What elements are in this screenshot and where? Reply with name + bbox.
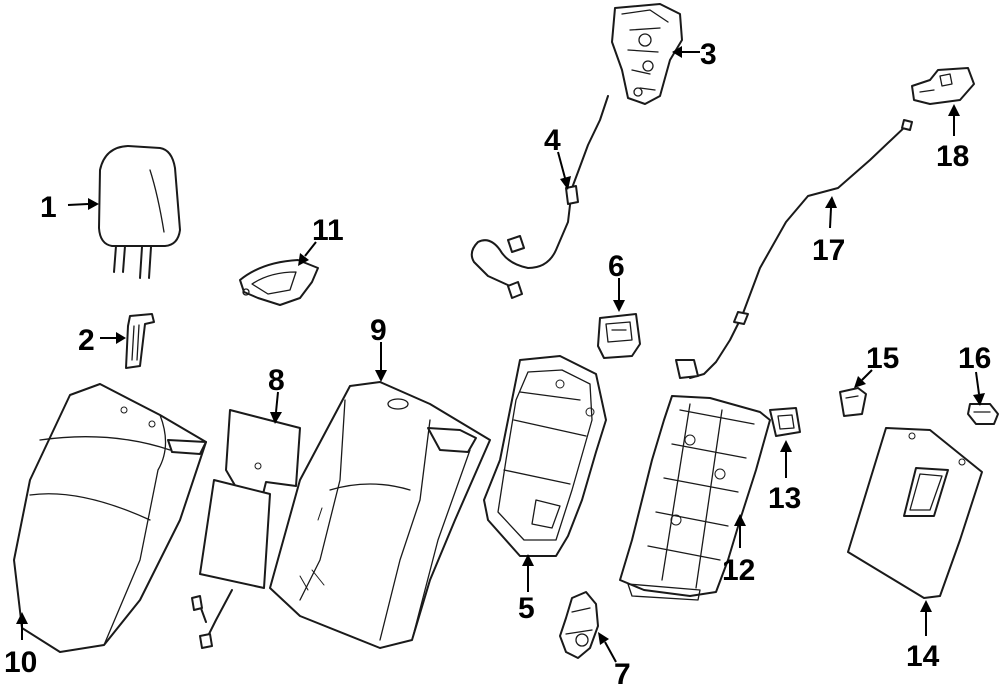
callout-5: 5 [518,592,535,625]
part-clip[interactable] [769,407,801,437]
callout-4: 4 [544,124,561,157]
part-release-cable[interactable] [470,95,609,299]
callout-12: 12 [722,554,755,587]
callout-17: 17 [812,234,845,267]
leader-lines [16,46,985,663]
part-seatback-pad[interactable] [269,381,491,649]
part-small-clip[interactable] [839,387,867,417]
part-seatback-panel[interactable] [619,395,771,601]
callout-14: 14 [906,640,940,673]
part-wire-harness[interactable] [675,119,913,379]
callout-1: 1 [40,191,57,224]
callout-13: 13 [768,482,801,515]
part-seatback-hinge[interactable] [611,3,683,105]
part-lock-actuator[interactable] [559,591,599,659]
callout-labels: 1 2 3 4 5 6 7 8 9 10 11 12 13 14 15 16 1… [4,38,991,691]
part-back-board[interactable] [847,427,983,599]
callout-6: 6 [608,250,625,283]
part-seat-heater-pad[interactable] [191,409,301,649]
callout-15: 15 [866,342,899,375]
callout-16: 16 [958,342,991,375]
part-seatback-frame[interactable] [483,355,607,557]
callout-7: 7 [614,658,631,691]
part-latch[interactable] [597,313,641,359]
part-bezel-cover[interactable] [239,259,319,306]
part-headrest[interactable] [98,145,181,279]
callout-9: 9 [370,314,387,347]
callout-18: 18 [936,140,969,173]
part-headrest-guide[interactable] [125,313,155,369]
callout-3: 3 [700,38,717,71]
part-seatback-cover[interactable] [13,383,207,653]
part-retainer[interactable] [967,403,999,425]
callout-2: 2 [78,324,95,357]
part-sensor-module[interactable] [911,67,975,105]
callout-8: 8 [268,364,285,397]
callout-10: 10 [4,646,37,679]
callout-11: 11 [312,214,344,247]
